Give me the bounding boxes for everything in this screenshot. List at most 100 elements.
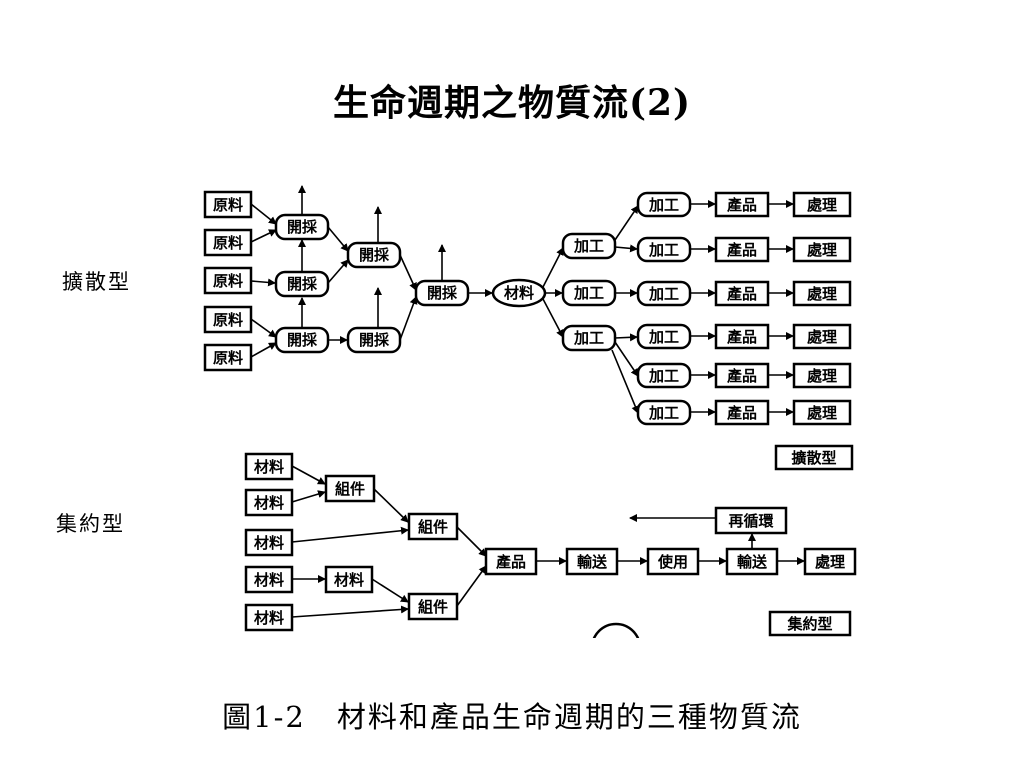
mining-node-label: 開採 xyxy=(287,275,318,293)
mining-node-label: 開採 xyxy=(287,331,318,349)
transport-node-label: 輸送 xyxy=(737,553,768,571)
divergent-type-label-text: 擴散型 xyxy=(791,449,836,467)
mining-node-label: 開採 xyxy=(287,218,318,236)
process-node-label: 加工 xyxy=(573,284,604,302)
process-node-label: 加工 xyxy=(573,237,604,255)
material-node-label: 材料 xyxy=(254,458,284,476)
disposal-node: 處理 xyxy=(792,236,852,263)
mining-node: 開採 xyxy=(274,270,330,298)
product-node: 產品 xyxy=(714,323,770,350)
mining-node: 開採 xyxy=(414,279,470,307)
material-node-label: 材料 xyxy=(504,284,534,302)
material-node: 材料 xyxy=(244,565,294,594)
product-node-label: 產品 xyxy=(726,285,757,303)
product-node: 產品 xyxy=(714,362,770,389)
material-node: 材料 xyxy=(244,452,294,481)
disposal-node: 處理 xyxy=(803,547,857,576)
process-node-label: 加工 xyxy=(648,241,679,259)
page-title: 生命週期之物質流(2) xyxy=(332,82,692,124)
process-node-label: 加工 xyxy=(648,285,679,303)
process-node: 加工 xyxy=(561,279,617,307)
product-node-label: 產品 xyxy=(726,367,757,385)
raw-node: 原料 xyxy=(203,305,253,334)
raw-node: 原料 xyxy=(203,190,253,219)
convergent-type-label: 集約型 xyxy=(768,610,852,637)
raw-node-label: 原料 xyxy=(213,311,243,329)
mining-node: 開採 xyxy=(274,326,330,354)
product-node-label: 產品 xyxy=(726,328,757,346)
process-node: 加工 xyxy=(636,323,692,350)
material-node: 材料 xyxy=(324,565,374,594)
figure-caption: 圖1-2 材料和產品生命週期的三種物質流 xyxy=(222,700,802,734)
use-node-label: 使用 xyxy=(657,553,688,571)
process-node-label: 加工 xyxy=(648,196,679,214)
process-node: 加工 xyxy=(561,232,617,260)
disposal-node-label: 處理 xyxy=(807,241,837,259)
transport-node: 輸送 xyxy=(565,547,619,576)
mining-node-label: 開採 xyxy=(359,331,390,349)
raw-node: 原料 xyxy=(203,228,253,257)
material-node: 材料 xyxy=(491,278,547,308)
process-node-label: 加工 xyxy=(648,367,679,385)
component-node-label: 組件 xyxy=(335,480,365,498)
disposal-node-label: 處理 xyxy=(807,285,837,303)
transport-node-label: 輸送 xyxy=(577,553,608,571)
disposal-node: 處理 xyxy=(792,362,852,389)
product-node-label: 產品 xyxy=(726,241,757,259)
recycle-node: 再循環 xyxy=(714,506,788,535)
recycle-node-label: 再循環 xyxy=(728,512,774,530)
product-node-label: 產品 xyxy=(726,196,757,214)
process-node: 加工 xyxy=(636,362,692,389)
convergent-side-label: 集約型 xyxy=(56,512,125,536)
convergent-type-label-text: 集約型 xyxy=(786,615,832,633)
use-node: 使用 xyxy=(646,547,700,576)
divergent-connectors xyxy=(250,185,794,416)
convergent-connectors xyxy=(291,465,805,618)
material-node-label: 材料 xyxy=(254,609,284,627)
mining-node: 開採 xyxy=(346,326,402,354)
product-node: 產品 xyxy=(714,280,770,307)
process-node: 加工 xyxy=(561,324,617,352)
mining-node-label: 開採 xyxy=(359,246,390,264)
divergent-side-label: 擴散型 xyxy=(62,270,131,294)
process-node-label: 加工 xyxy=(648,404,679,422)
raw-node-label: 原料 xyxy=(213,234,243,252)
process-node: 加工 xyxy=(636,280,692,307)
disposal-node: 處理 xyxy=(792,399,852,426)
material-node-label: 材料 xyxy=(254,571,284,589)
material-node-label: 材料 xyxy=(254,534,284,552)
product-node: 產品 xyxy=(714,236,770,263)
component-node: 組件 xyxy=(407,592,459,621)
disposal-node-label: 處理 xyxy=(807,367,837,385)
product-node: 產品 xyxy=(714,191,770,218)
disposal-node-label: 處理 xyxy=(807,196,837,214)
product-node-label: 產品 xyxy=(726,404,757,422)
material-node-label: 材料 xyxy=(254,494,284,512)
disposal-node-label: 處理 xyxy=(815,553,845,571)
material-node: 材料 xyxy=(244,528,294,557)
disposal-node: 處理 xyxy=(792,323,852,350)
raw-node-label: 原料 xyxy=(213,272,243,290)
mining-node-label: 開採 xyxy=(427,284,458,302)
disposal-node-label: 處理 xyxy=(807,404,837,422)
raw-node: 原料 xyxy=(203,343,253,372)
product-node: 產品 xyxy=(484,547,538,576)
disposal-node-label: 處理 xyxy=(807,328,837,346)
disposal-node: 處理 xyxy=(792,191,852,218)
raw-node-label: 原料 xyxy=(213,349,243,367)
product-node: 產品 xyxy=(714,399,770,426)
component-node-label: 組件 xyxy=(418,598,448,616)
divergent-diagram: 原料 原料 原料 原料 原料 開採 開採 開採 開採 開採 開採 材料 加工 加… xyxy=(203,185,854,471)
component-node: 組件 xyxy=(407,512,459,541)
convergent-diagram: 材料 材料 材料 材料 材料 材料 組件 組件 組件 產品 輸送 使用 輸送 處… xyxy=(244,452,857,638)
material-node: 材料 xyxy=(244,488,294,517)
component-node: 組件 xyxy=(324,474,376,503)
mining-node: 開採 xyxy=(346,241,402,269)
process-node: 加工 xyxy=(636,399,692,426)
process-node: 加工 xyxy=(636,191,692,218)
mining-node: 開採 xyxy=(274,213,330,241)
material-node-label: 材料 xyxy=(334,571,364,589)
raw-node-label: 原料 xyxy=(213,196,243,214)
material-node: 材料 xyxy=(244,603,294,632)
